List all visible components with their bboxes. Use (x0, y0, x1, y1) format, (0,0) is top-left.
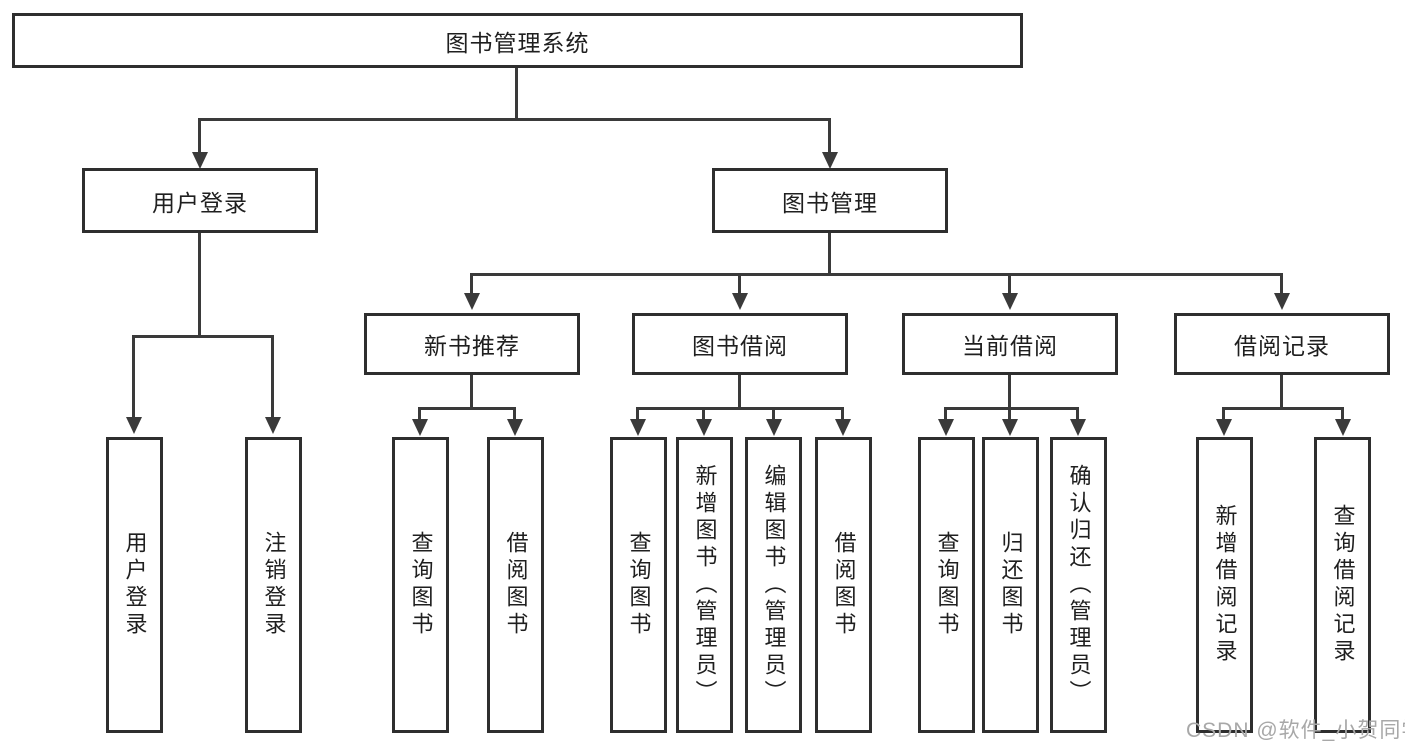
leaf-logout: 注销登录 (245, 437, 302, 733)
arrow-query-record (1335, 419, 1351, 436)
connector-drop-query-record (1341, 407, 1344, 419)
leaf-borrow-books-label: 借阅图书 (831, 531, 857, 639)
connector-borrow-records-branch (1223, 407, 1344, 410)
connector-root-trunk (515, 68, 518, 118)
connector-book-management-branch (470, 273, 1282, 276)
leaf-borrow-books-recommend-label: 借阅图书 (503, 531, 529, 639)
arrow-borrow-books-1 (507, 419, 523, 436)
connector-current-borrow-trunk (1008, 375, 1011, 407)
connector-root-branch (199, 118, 831, 121)
arrow-login (126, 417, 142, 434)
connector-drop-query-books-3 (944, 407, 947, 419)
connector-drop-add-record (1222, 407, 1225, 419)
leaf-query-borrow-record-label: 查询借阅记录 (1330, 504, 1356, 666)
node-book-borrow: 图书借阅 (632, 313, 848, 375)
connector-book-borrow-trunk (738, 375, 741, 407)
leaf-query-books-current: 查询图书 (918, 437, 975, 733)
leaf-return-book-label: 归还图书 (998, 531, 1024, 639)
leaf-query-books-recommend-label: 查询图书 (408, 531, 434, 639)
leaf-query-books-recommend: 查询图书 (392, 437, 449, 733)
arrow-user-login (192, 152, 208, 169)
leaf-edit-book-admin-label: 编辑图书（管理员） (761, 463, 787, 707)
arrow-add-record (1216, 419, 1232, 436)
leaf-query-borrow-record: 查询借阅记录 (1314, 437, 1371, 733)
node-borrow-records: 借阅记录 (1174, 313, 1390, 375)
arrow-query-books-1 (412, 419, 428, 436)
connector-drop-query-books-1 (418, 407, 421, 419)
leaf-user-login-label: 用户登录 (122, 531, 148, 639)
connector-new-book-trunk (470, 375, 473, 407)
node-current-borrow: 当前借阅 (902, 313, 1118, 375)
connector-book-management-trunk (828, 233, 831, 273)
connector-drop-add-book (702, 407, 705, 419)
leaf-add-borrow-record: 新增借阅记录 (1196, 437, 1253, 733)
node-user-login: 用户登录 (82, 168, 318, 233)
connector-drop-borrow-records (1280, 273, 1283, 295)
node-library-system: 图书管理系统 (12, 13, 1023, 68)
arrow-query-books-2 (630, 419, 646, 436)
arrow-logout (265, 417, 281, 434)
connector-drop-query-books-2 (636, 407, 639, 419)
leaf-query-books-borrow-label: 查询图书 (626, 531, 652, 639)
connector-new-book-branch (419, 407, 516, 410)
leaf-confirm-return-admin-label: 确认归还（管理员） (1066, 463, 1092, 707)
connector-drop-confirm-return (1076, 407, 1079, 419)
node-new-book-recommend: 新书推荐 (364, 313, 580, 375)
csdn-watermark: CSDN @软件_小贺同学 (1186, 719, 1405, 742)
arrow-borrow-records (1274, 293, 1290, 310)
arrow-new-book (464, 293, 480, 310)
connector-drop-edit-book (772, 407, 775, 419)
connector-drop-login (132, 335, 135, 417)
leaf-borrow-books: 借阅图书 (815, 437, 872, 733)
connector-drop-current-borrow (1008, 273, 1011, 295)
leaf-add-book-admin: 新增图书（管理员） (676, 437, 733, 733)
connector-drop-book-borrow (738, 273, 741, 295)
leaf-user-login: 用户登录 (106, 437, 163, 733)
arrow-query-books-3 (938, 419, 954, 436)
connector-drop-logout (271, 335, 274, 417)
connector-book-borrow-branch (637, 407, 844, 410)
connector-drop-return-book (1008, 407, 1011, 419)
leaf-add-borrow-record-label: 新增借阅记录 (1212, 504, 1238, 666)
arrow-edit-book (766, 419, 782, 436)
connector-drop-borrow-books-2 (841, 407, 844, 419)
arrow-add-book (696, 419, 712, 436)
connector-drop-borrow-books-1 (513, 407, 516, 419)
leaf-return-book: 归还图书 (982, 437, 1039, 733)
leaf-confirm-return-admin: 确认归还（管理员） (1050, 437, 1107, 733)
arrow-borrow-books-2 (835, 419, 851, 436)
arrow-current-borrow (1002, 293, 1018, 310)
arrow-book-management (822, 152, 838, 169)
leaf-logout-label: 注销登录 (261, 531, 287, 639)
connector-current-borrow-branch (945, 407, 1079, 410)
connector-drop-user-login (198, 118, 201, 154)
leaf-query-books-current-label: 查询图书 (934, 531, 960, 639)
leaf-edit-book-admin: 编辑图书（管理员） (745, 437, 802, 733)
connector-drop-new-book (470, 273, 473, 295)
leaf-query-books-borrow: 查询图书 (610, 437, 667, 733)
connector-borrow-records-trunk (1280, 375, 1283, 407)
leaf-borrow-books-recommend: 借阅图书 (487, 437, 544, 733)
connector-user-login-trunk (198, 233, 201, 335)
arrow-return-book (1002, 419, 1018, 436)
arrow-confirm-return (1070, 419, 1086, 436)
node-book-management: 图书管理 (712, 168, 948, 233)
leaf-add-book-admin-label: 新增图书（管理员） (692, 463, 718, 707)
arrow-book-borrow (732, 293, 748, 310)
connector-drop-book-management (828, 118, 831, 154)
connector-user-login-branch (133, 335, 274, 338)
